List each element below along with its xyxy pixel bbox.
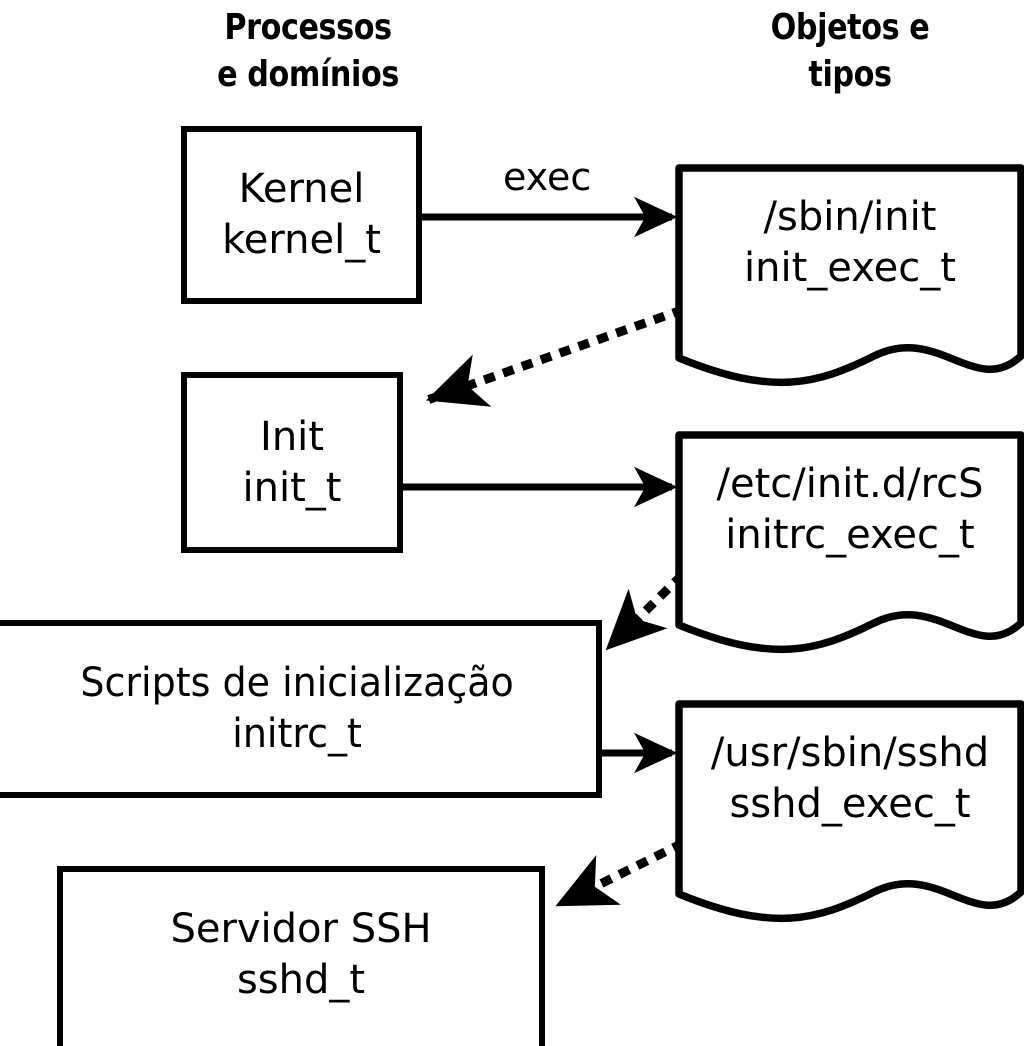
edge-init-exec-to-init xyxy=(425,305,685,407)
process-node-sshd[interactable]: Servidor SSH sshd_t xyxy=(57,866,545,1046)
object-node-sshd-exec[interactable]: /usr/sbin/sshd sshd_exec_t xyxy=(675,700,1024,926)
document-shape-icon xyxy=(675,431,1024,654)
column-heading-processes: Processos e domínios xyxy=(217,7,399,95)
document-shape-icon xyxy=(675,700,1024,923)
object-node-init-exec[interactable]: /sbin/init init_exec_t xyxy=(675,164,1024,390)
object-node-sshd-exec-label: /usr/sbin/sshd sshd_exec_t xyxy=(710,730,990,827)
object-node-init-exec-label: /sbin/init init_exec_t xyxy=(744,194,956,291)
process-node-sshd-label: Servidor SSH sshd_t xyxy=(170,906,432,1003)
edge-sshd-exec-to-sshd xyxy=(555,838,686,910)
process-node-init-label: Init init_t xyxy=(242,413,342,511)
object-node-initrc-exec-label: /etc/init.d/rcS initrc_exec_t xyxy=(716,461,984,558)
document-shape-icon xyxy=(675,164,1024,387)
edge-label-exec: exec xyxy=(503,155,592,199)
process-node-kernel[interactable]: Kernel kernel_t xyxy=(181,126,422,304)
object-node-initrc-exec[interactable]: /etc/init.d/rcS initrc_exec_t xyxy=(675,431,1024,657)
process-node-initrc[interactable]: Scripts de inicialização initrc_t xyxy=(0,620,602,798)
edge-initrc-exec-to-initrc xyxy=(604,571,686,652)
column-heading-objects: Objetos e tipos xyxy=(770,7,930,95)
process-node-kernel-label: Kernel kernel_t xyxy=(222,166,381,263)
process-node-initrc-label: Scripts de inicialização initrc_t xyxy=(80,660,514,757)
process-node-init[interactable]: Init init_t xyxy=(181,372,403,553)
